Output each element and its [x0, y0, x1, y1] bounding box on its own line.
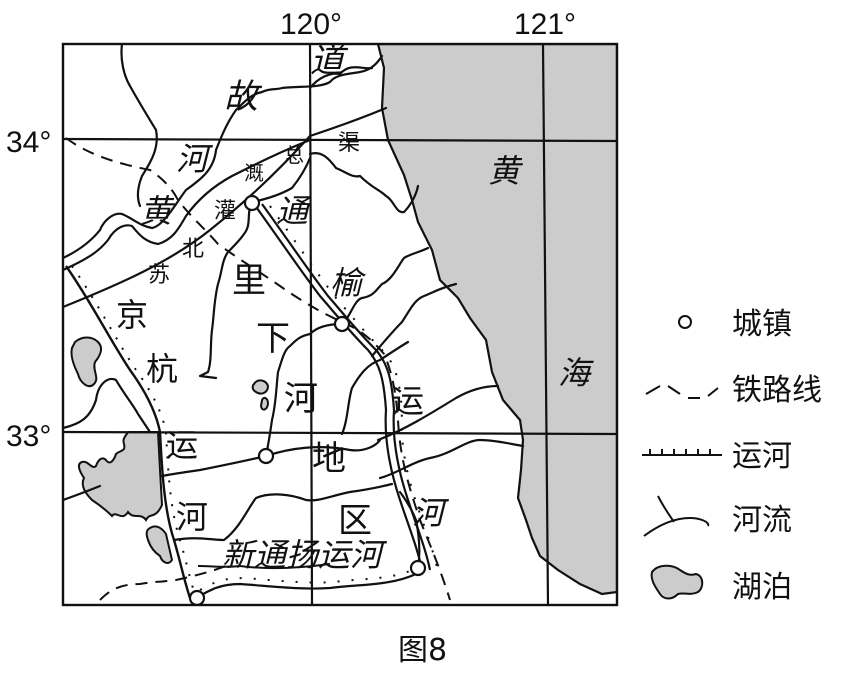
lake — [77, 431, 164, 522]
legend-label-town: 城镇 — [732, 307, 792, 342]
railway-south — [99, 565, 227, 601]
towns — [188, 194, 427, 605]
river-east-a — [340, 340, 410, 436]
figure-caption: 图8 — [398, 633, 447, 668]
parallel-33 — [63, 430, 617, 436]
legend-item-town: 城镇 — [678, 307, 792, 342]
legend-label-lake: 湖泊 — [732, 570, 792, 605]
xintongyang-north-bank — [197, 563, 331, 570]
meridian-120 — [308, 44, 314, 605]
town-huaiyin — [243, 194, 261, 212]
graticule — [63, 44, 617, 605]
river-south-1 — [172, 482, 394, 542]
label-qu: 渠 — [338, 131, 360, 156]
label-yun2: 运 — [392, 382, 424, 420]
label-he2: 河 — [176, 498, 208, 536]
label-hang: 杭 — [146, 350, 178, 388]
map-body: 故 道 河 黄 总 渠 灌 溉 通 榆 北 苏 京 杭 运 河 里 下 河 地 … — [63, 41, 617, 605]
town-xinghua — [257, 447, 275, 465]
map-labels: 故 道 河 黄 总 渠 灌 溉 通 榆 北 苏 京 杭 运 河 里 下 河 地 … — [116, 41, 594, 574]
label-he4: 河 — [412, 494, 450, 532]
label-sea-hai: 海 — [558, 354, 594, 392]
label-bei: 北 — [182, 237, 204, 262]
legend-item-railway: 铁路线 — [645, 373, 822, 408]
latitude-label-34: 34° — [6, 126, 51, 159]
latitude-label-33: 33° — [6, 420, 51, 453]
railways — [65, 137, 451, 601]
label-xia: 下 — [256, 319, 290, 359]
longitude-label-121: 121° — [514, 8, 576, 41]
label-zong: 总 — [284, 143, 304, 167]
river-north-upper — [120, 44, 158, 208]
river-west-2 — [63, 484, 102, 502]
label-gu: 故 — [224, 77, 263, 117]
town-nantong — [409, 559, 427, 577]
label-tong: 通 — [276, 192, 312, 230]
label-he3: 河 — [284, 379, 318, 419]
label-xintongyang: 新通扬运河 — [222, 536, 388, 574]
river-town3-east — [264, 438, 382, 458]
lake-outline — [259, 396, 270, 411]
map-frame — [61, 42, 619, 607]
town-yangzhou — [188, 589, 206, 605]
river-lixiahe-west — [198, 200, 254, 380]
lake — [70, 336, 103, 388]
river-qu — [308, 152, 420, 214]
xintongyang-canal — [195, 563, 417, 599]
legend-item-river: 河流 — [643, 495, 792, 538]
legend-label-river: 河流 — [732, 503, 792, 538]
label-yu: 榆 — [330, 264, 366, 302]
legend-label-railway: 铁路线 — [732, 373, 822, 408]
legend-label-canal: 运河 — [732, 439, 792, 474]
town-yancheng — [333, 315, 351, 333]
river-line-icon — [643, 495, 710, 537]
legend-item-lake: 湖泊 — [650, 564, 792, 605]
label-su: 苏 — [148, 263, 170, 288]
label-huang: 黄 — [140, 192, 176, 230]
town-circle-icon — [678, 315, 692, 329]
lake — [145, 525, 174, 564]
tongyu-canal — [253, 203, 439, 573]
river-town3-west — [160, 454, 268, 478]
label-li: 里 — [232, 261, 266, 301]
label-gai: 溉 — [244, 161, 264, 185]
lake — [251, 379, 270, 395]
parallel-34 — [63, 137, 617, 143]
label-he: 河 — [176, 140, 214, 178]
river-headwater-zong — [250, 156, 312, 204]
meridian-121 — [541, 44, 550, 605]
river-west-1 — [63, 377, 152, 434]
rivers — [63, 44, 525, 570]
canal-hatched-icon — [642, 449, 722, 456]
river-yu — [340, 246, 430, 326]
label-dao: 道 — [310, 41, 349, 81]
legend-item-canal: 运河 — [642, 439, 792, 474]
xintongyang-hatch — [199, 567, 417, 591]
river-yu-2 — [370, 282, 458, 358]
river-old-yellow-south — [63, 138, 312, 272]
label-guan: 灌 — [214, 199, 236, 224]
lake-shape-icon — [650, 564, 704, 600]
river-tributary-dao — [308, 66, 374, 90]
label-sea-huang: 黄 — [488, 152, 524, 190]
label-jing: 京 — [116, 296, 148, 334]
railway-dashed-icon — [645, 385, 719, 399]
label-yun: 运 — [166, 426, 198, 464]
sea-area — [376, 44, 617, 596]
longitude-label-120: 120° — [280, 8, 342, 41]
railway-north — [65, 137, 451, 601]
legend: 城镇 铁路线 运河 河流 湖泊 — [642, 307, 822, 605]
river-old-yellow-north — [63, 54, 384, 260]
label-qu2: 区 — [338, 501, 372, 541]
label-di: 地 — [312, 439, 346, 479]
grand-canal-hatch — [71, 265, 197, 599]
